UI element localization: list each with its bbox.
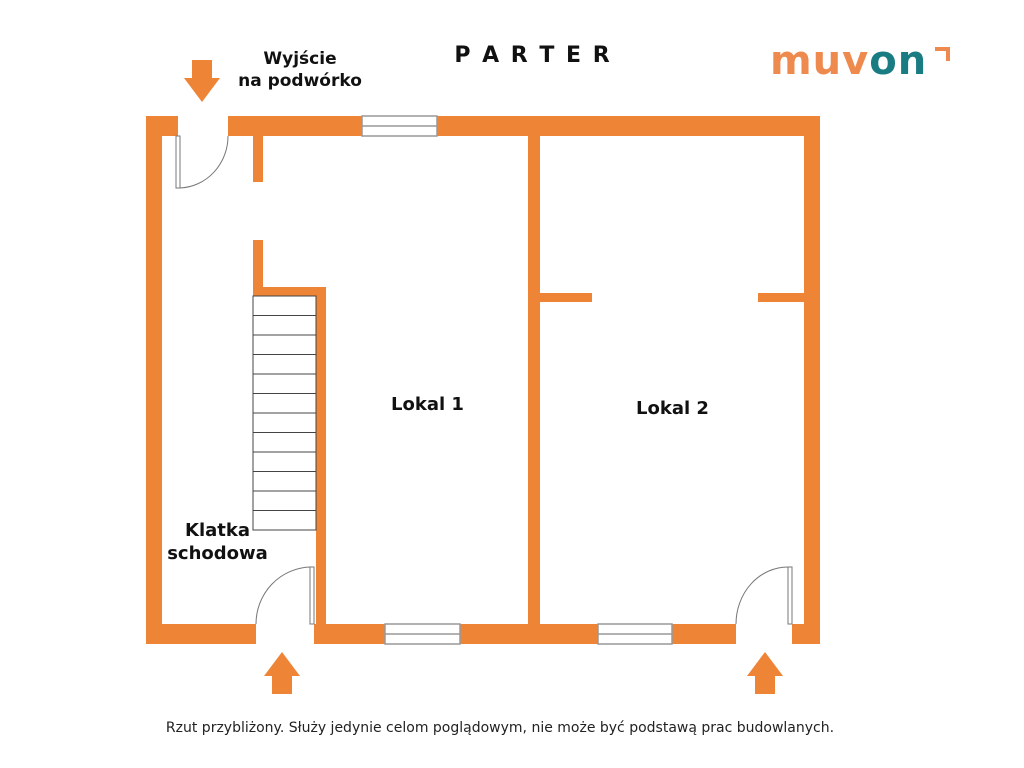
logo-part1: mu xyxy=(770,38,843,84)
logo-part2: v xyxy=(842,38,870,84)
exit-label-line1: Wyjście xyxy=(263,49,337,69)
arrow-up-icon xyxy=(264,652,300,694)
windows xyxy=(361,115,673,645)
doors xyxy=(175,135,793,625)
walls xyxy=(146,116,820,644)
staircase xyxy=(252,295,317,531)
disclaimer: Rzut przybliżony. Służy jedynie celom po… xyxy=(165,720,835,736)
muvon-logo: muvon xyxy=(770,38,927,84)
room-stairwell: Klatka schodowa xyxy=(160,519,275,566)
arrow-up-icon xyxy=(747,652,783,694)
room-lokal-2: Lokal 2 xyxy=(636,398,709,419)
stairwell-line2: schodowa xyxy=(167,543,268,565)
exit-label-line2: na podwórko xyxy=(238,71,362,92)
exit-label: Wyjście na podwórko xyxy=(220,48,380,92)
page-title: P A R T E R xyxy=(454,43,612,68)
room-lokal-1: Lokal 1 xyxy=(391,394,464,415)
arrow-down-icon xyxy=(184,60,220,102)
stairwell-line1: Klatka xyxy=(185,520,250,541)
entrance-arrows xyxy=(184,60,783,694)
logo-part3: on xyxy=(869,38,928,84)
